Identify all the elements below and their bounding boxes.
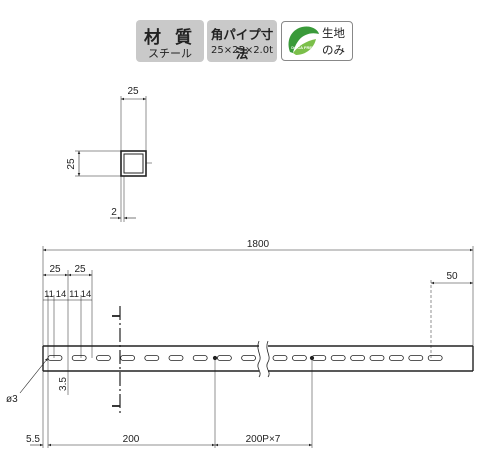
section-view bbox=[75, 96, 152, 222]
hole-dia-label: ø3 bbox=[6, 394, 18, 405]
slot-hole bbox=[291, 355, 307, 361]
slot-hole bbox=[144, 355, 160, 361]
tube-inner-outline bbox=[123, 153, 144, 174]
tube-body-left bbox=[42, 345, 259, 372]
eco-badge: DOCA FREE 生地 のみ bbox=[281, 21, 353, 61]
pipe-size-title: 角パイプ寸法 bbox=[210, 27, 274, 61]
slot-hole bbox=[388, 355, 404, 361]
overall-length-label: 1800 bbox=[247, 239, 270, 250]
break-mark-right bbox=[266, 340, 270, 378]
slot-hole bbox=[47, 355, 63, 361]
slot-dim-1: 11 bbox=[44, 289, 54, 300]
slot-dim-4: 14 bbox=[81, 289, 92, 300]
section-thickness-label: 2 bbox=[111, 207, 117, 218]
pitch-label-1: 25 bbox=[49, 264, 61, 275]
pipe-size-value: 25×25×2.0t bbox=[210, 45, 274, 56]
eco-line-2: のみ bbox=[322, 43, 345, 57]
material-title: 材 質 bbox=[144, 28, 196, 48]
end-offset-label: 50 bbox=[446, 271, 458, 282]
slot-hole bbox=[350, 355, 366, 361]
section-width-label: 25 bbox=[127, 86, 139, 97]
material-badge: 材 質 スチール bbox=[136, 20, 204, 62]
slot-hole bbox=[408, 355, 424, 361]
section-height-label: 25 bbox=[66, 158, 77, 170]
slot-hole bbox=[71, 355, 87, 361]
first-span-label: 200 bbox=[123, 434, 140, 445]
slot-hole bbox=[216, 355, 232, 361]
start-offset-label: 5.5 bbox=[26, 434, 40, 445]
slot-hole bbox=[427, 355, 443, 361]
pipe-size-badge: 角パイプ寸法 25×25×2.0t bbox=[207, 20, 277, 62]
front-view bbox=[19, 246, 474, 448]
slot-height-label: 3.5 bbox=[58, 377, 69, 391]
slot-hole bbox=[96, 355, 111, 361]
hole-dia-leader bbox=[19, 357, 49, 394]
slot-hole bbox=[192, 355, 208, 361]
tube-outer-outline bbox=[120, 150, 147, 177]
slot-hole bbox=[241, 355, 257, 361]
eco-logo-text: DOCA FREE bbox=[291, 45, 315, 50]
slot-dim-3: 11 bbox=[69, 289, 79, 300]
slot-hole bbox=[369, 355, 385, 361]
slot-hole bbox=[272, 355, 288, 361]
slot-hole bbox=[168, 355, 184, 361]
repeat-span-label: 200P×7 bbox=[246, 434, 281, 445]
break-mark-left bbox=[257, 340, 261, 378]
slot-hole bbox=[120, 355, 135, 361]
material-value: スチール bbox=[148, 47, 192, 60]
slot-hole bbox=[330, 355, 346, 361]
slot-dim-2: 14 bbox=[56, 289, 67, 300]
slot-row bbox=[47, 355, 443, 361]
tube-body-right bbox=[268, 345, 474, 372]
leaf-logo-icon: DOCA FREE bbox=[288, 26, 319, 55]
eco-line-1: 生地 bbox=[322, 26, 345, 40]
pitch-label-2: 25 bbox=[74, 264, 86, 275]
